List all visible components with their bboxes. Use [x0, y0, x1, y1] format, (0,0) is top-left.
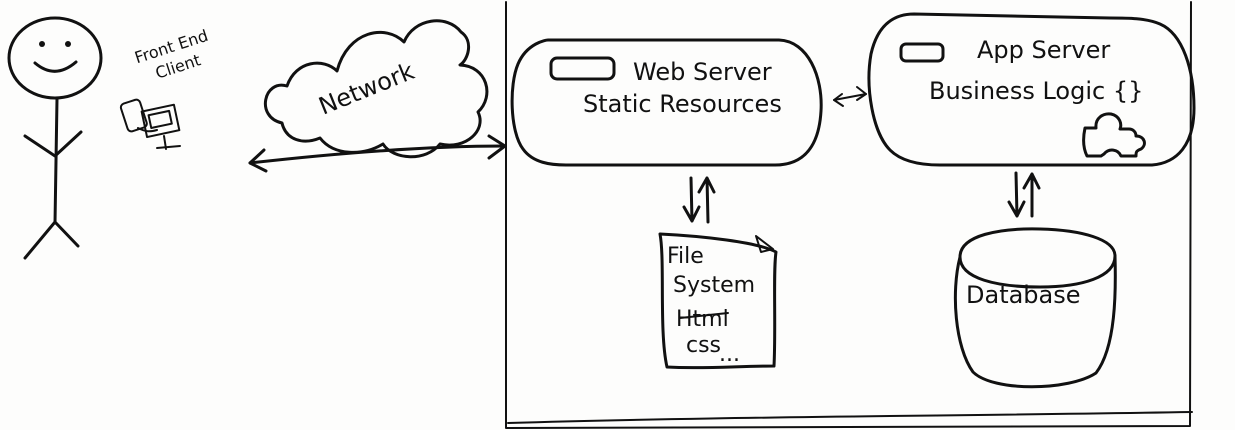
- client-backend-arrow-line: [248, 144, 507, 165]
- web-file-down-arrow: [682, 176, 701, 223]
- puzzle-icon: [1082, 112, 1146, 158]
- file-system-document: [658, 232, 778, 370]
- database-label: Database: [966, 281, 1081, 309]
- user-eye-left: [39, 41, 45, 47]
- file-system-line1: File: [667, 244, 704, 269]
- backend-container-bottom: [507, 411, 1193, 424]
- client-stand: [156, 135, 181, 150]
- user-arms: [23, 130, 83, 158]
- client-screen: [147, 109, 173, 129]
- network-cloud: [263, 19, 489, 159]
- web-server-subtitle: Static Resources: [583, 90, 782, 118]
- client-tower: [119, 98, 148, 133]
- client-label-group: Front End Client: [132, 26, 210, 83]
- app-server-indicator: [899, 42, 945, 63]
- web-server-indicator: [549, 56, 616, 81]
- server-link-line: [833, 93, 867, 101]
- server-link-left-head: [833, 93, 844, 107]
- app-server-box: [867, 12, 1196, 167]
- user-eye-right: [65, 41, 71, 47]
- database-cylinder-body: [953, 254, 1117, 389]
- file-system-line2: System: [673, 273, 755, 298]
- database-cylinder: [958, 227, 1117, 289]
- user-legs: [23, 220, 80, 260]
- file-system-corner: [755, 235, 774, 253]
- client-monitor: [140, 103, 181, 139]
- user-smile: [33, 60, 78, 73]
- client-device-icon: [119, 98, 181, 150]
- web-file-up-arrow: [697, 176, 716, 224]
- file-system-strike: [679, 312, 729, 319]
- app-server-subtitle: Business Logic {}: [929, 77, 1143, 105]
- client-cable: [137, 127, 158, 133]
- app-server-title: App Server: [977, 36, 1110, 64]
- backend-container: [505, 1, 1192, 429]
- web-server-box: [510, 38, 823, 167]
- user-head: [7, 16, 103, 100]
- file-system-line5: ...: [719, 342, 740, 367]
- app-db-up-arrow: [1022, 172, 1041, 218]
- file-system-line4: css: [686, 333, 721, 358]
- user-stick-figure: [7, 16, 103, 260]
- user-body: [53, 97, 59, 225]
- web-server-title: Web Server: [633, 58, 772, 86]
- client-backend-arrow-left-head: [248, 148, 268, 173]
- client-backend-arrow-right-head: [487, 134, 507, 160]
- app-db-down-arrow: [1007, 171, 1026, 218]
- file-system-line3: Html: [676, 307, 729, 332]
- server-link-right-head: [856, 86, 867, 101]
